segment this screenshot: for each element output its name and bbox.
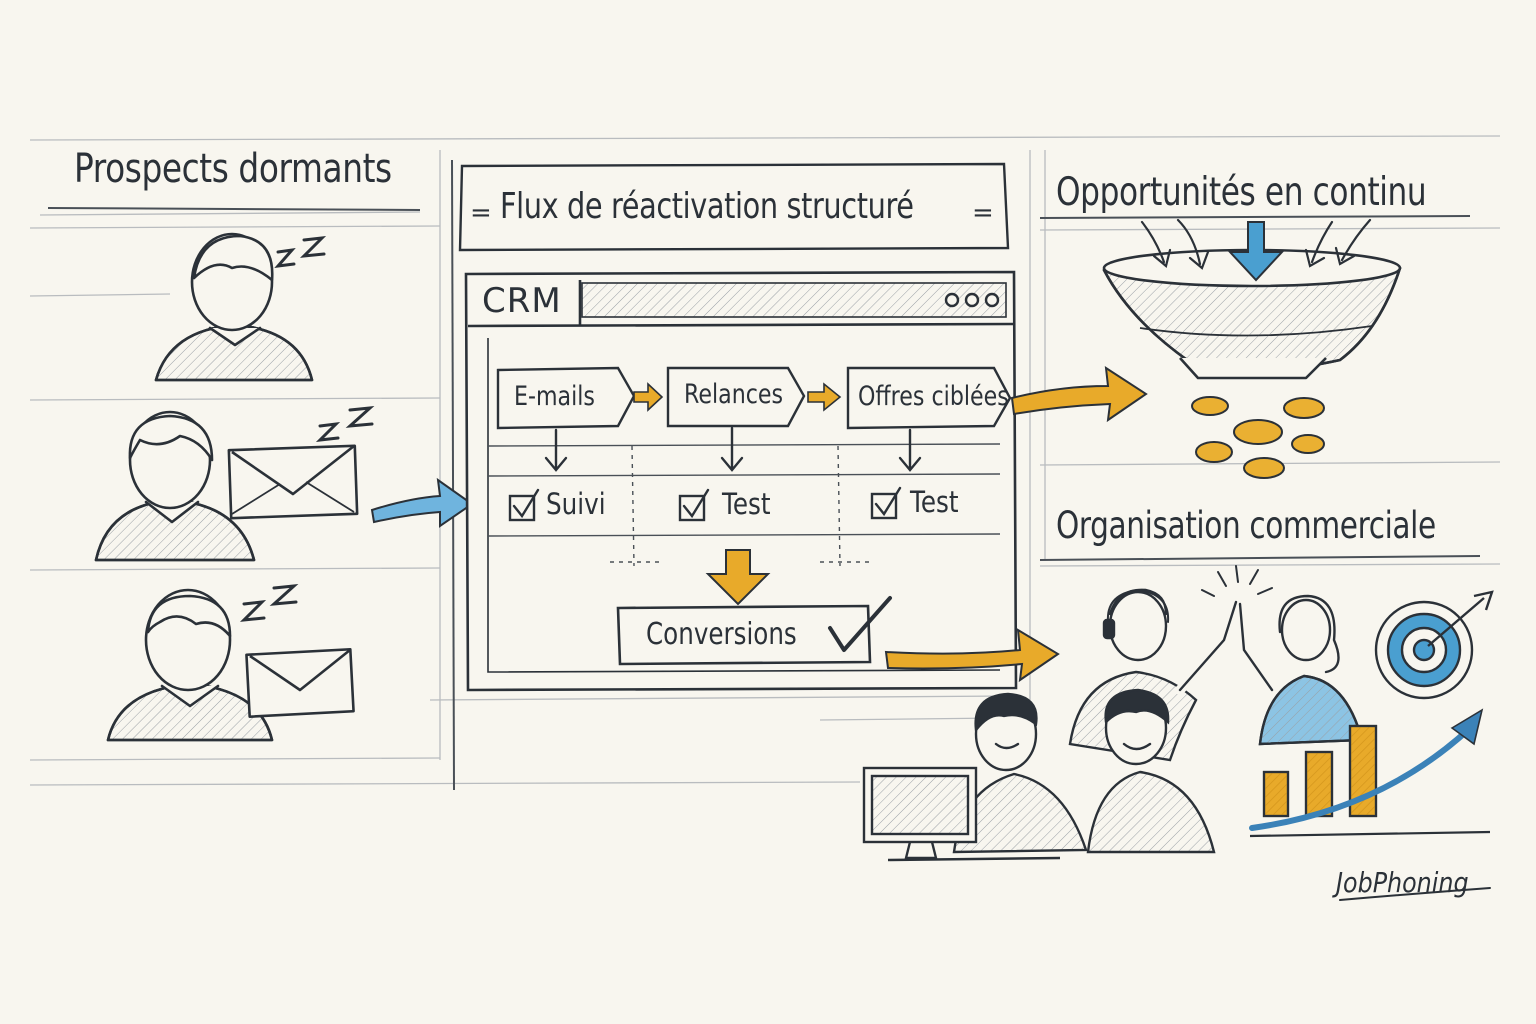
person-woman bbox=[1238, 594, 1364, 746]
target-icon bbox=[1374, 590, 1494, 700]
background-lines bbox=[29, 135, 1501, 786]
brand-logo: JobPhoning bbox=[1336, 866, 1469, 899]
checkbox-icon bbox=[678, 488, 710, 522]
brand-underline bbox=[1339, 887, 1491, 901]
monitor-icon bbox=[862, 766, 1061, 862]
arrow-emails-to-relances bbox=[633, 382, 664, 412]
prospect-1 bbox=[154, 232, 314, 382]
step-label-offres: Offres ciblées bbox=[858, 381, 1009, 412]
title-prospects-dormants: Prospects dormants bbox=[74, 146, 392, 192]
zzz-icon bbox=[239, 584, 299, 622]
prospect-2 bbox=[94, 410, 256, 562]
bar-chart-icon bbox=[1249, 724, 1491, 838]
zzz-icon bbox=[315, 406, 375, 442]
step-box-offres bbox=[846, 366, 1012, 430]
flow-panel bbox=[458, 162, 1010, 252]
checkbox-icon bbox=[870, 486, 902, 520]
person-desk-left bbox=[952, 692, 1088, 854]
step-label-emails: E-mails bbox=[514, 381, 595, 412]
section-dividers bbox=[47, 159, 1481, 791]
incoming-arrows bbox=[1140, 218, 1372, 270]
title-flux-reactivation: Flux de réactivation structuré bbox=[500, 186, 914, 227]
coins-icon bbox=[1191, 396, 1325, 479]
check-label-test-1: Test bbox=[722, 487, 771, 521]
incoming-main-arrow bbox=[1227, 221, 1285, 282]
step-label-relances: Relances bbox=[684, 379, 784, 410]
crm-window-title: CRM bbox=[482, 281, 562, 321]
arrow-prospects-to-flow bbox=[370, 477, 474, 528]
arrow-conversions-to-organisation bbox=[884, 628, 1060, 683]
step-box-emails bbox=[496, 366, 636, 430]
arrow-flow-to-opportunities bbox=[1010, 366, 1148, 423]
checkbox-icon bbox=[508, 488, 540, 522]
growth-arrow bbox=[1249, 708, 1484, 831]
prospect-3 bbox=[106, 588, 274, 742]
step-box-relances bbox=[666, 366, 806, 428]
window-controls-icon bbox=[944, 292, 1000, 308]
zzz-icon bbox=[274, 236, 327, 268]
conversions-box bbox=[616, 604, 872, 666]
title-opportunites: Opportunités en continu bbox=[1056, 170, 1427, 215]
envelope-icon bbox=[245, 648, 355, 718]
person-desk-right bbox=[1086, 688, 1216, 854]
arrow-to-conversions bbox=[705, 549, 771, 606]
checkmark-icon bbox=[828, 596, 892, 652]
flow-grid bbox=[487, 443, 1001, 567]
envelope-icon bbox=[227, 444, 359, 520]
down-arrows bbox=[544, 426, 922, 472]
title-organisation: Organisation commerciale bbox=[1056, 504, 1436, 547]
conversions-label: Conversions bbox=[646, 617, 797, 652]
title-deco-right: = bbox=[972, 198, 994, 228]
title-deco-left: = bbox=[470, 198, 492, 228]
check-label-suivi: Suivi bbox=[546, 487, 606, 521]
high-five-burst bbox=[1201, 565, 1273, 597]
arrow-relances-to-offres bbox=[807, 382, 842, 412]
check-label-test-2: Test bbox=[910, 485, 959, 519]
